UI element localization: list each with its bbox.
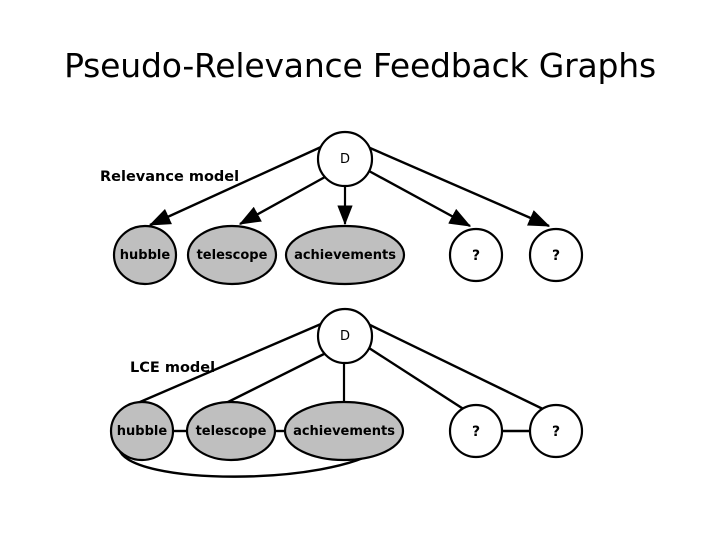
node-label-unknown: ? <box>552 248 560 264</box>
edge-D-to-unknown-2 <box>369 146 551 228</box>
node-document-D-top[interactable]: D <box>316 130 374 188</box>
node-shape-ellipse <box>283 400 405 462</box>
node-label-achievements: achievements <box>294 248 396 263</box>
node-label-D: D <box>340 329 350 344</box>
node-shape-ellipse <box>186 224 278 286</box>
node-label-unknown: ? <box>472 424 480 440</box>
node-unknown-2-bottom[interactable]: ? <box>528 403 584 459</box>
edge-D-to-telescope <box>238 175 326 226</box>
node-unknown-1-bottom[interactable]: ? <box>448 403 504 459</box>
node-shape-circle <box>528 227 584 283</box>
node-unknown-2-top[interactable]: ? <box>528 227 584 283</box>
node-unknown-1-top[interactable]: ? <box>448 227 504 283</box>
edge-D-to-hubble <box>148 145 322 227</box>
node-document-D-bottom[interactable]: D <box>316 307 374 365</box>
node-label-unknown: ? <box>552 424 560 440</box>
edge-D-to-unknown-1 <box>368 346 466 412</box>
edge-D-to-telescope <box>219 351 327 408</box>
node-term-hubble-top[interactable]: hubble <box>112 224 178 286</box>
node-shape-circle <box>528 403 584 459</box>
node-label-hubble: hubble <box>117 424 168 439</box>
node-shape-ellipse <box>109 400 175 462</box>
edge-hubble-to-achievements-arc <box>117 447 383 478</box>
edge-D-to-unknown-2 <box>369 323 546 412</box>
edge-group-lce-model <box>117 322 546 478</box>
node-label-achievements: achievements <box>293 424 395 439</box>
node-term-hubble-bottom[interactable]: hubble <box>109 400 175 462</box>
node-shape-circle <box>448 227 504 283</box>
node-label-D: D <box>340 152 350 167</box>
node-shape-ellipse <box>112 224 178 286</box>
node-term-achievements-top[interactable]: achievements <box>284 224 406 286</box>
node-term-telescope-top[interactable]: telescope <box>186 224 278 286</box>
node-shape-circle <box>316 130 374 188</box>
node-label-unknown: ? <box>472 248 480 264</box>
edge-group-relevance-model <box>148 145 551 228</box>
graph-label-lce-model: LCE model <box>130 360 215 376</box>
page-title: Pseudo-Relevance Feedback Graphs <box>64 46 656 85</box>
node-term-telescope-bottom[interactable]: telescope <box>185 400 277 462</box>
edge-D-to-unknown-1 <box>368 169 472 228</box>
node-shape-ellipse <box>284 224 406 286</box>
node-term-achievements-bottom[interactable]: achievements <box>283 400 405 462</box>
graph-lce-model: D hubble telescope achievements ? ? <box>109 307 584 478</box>
node-shape-circle <box>316 307 374 365</box>
node-shape-ellipse <box>185 400 277 462</box>
edge-D-to-hubble <box>132 322 322 407</box>
node-label-telescope: telescope <box>196 424 267 439</box>
graph-label-relevance-model: Relevance model <box>100 169 239 185</box>
node-shape-circle <box>448 403 504 459</box>
node-label-telescope: telescope <box>197 248 268 263</box>
node-label-hubble: hubble <box>120 248 171 263</box>
graph-relevance-model: D hubble telescope achievements ? <box>100 130 584 286</box>
